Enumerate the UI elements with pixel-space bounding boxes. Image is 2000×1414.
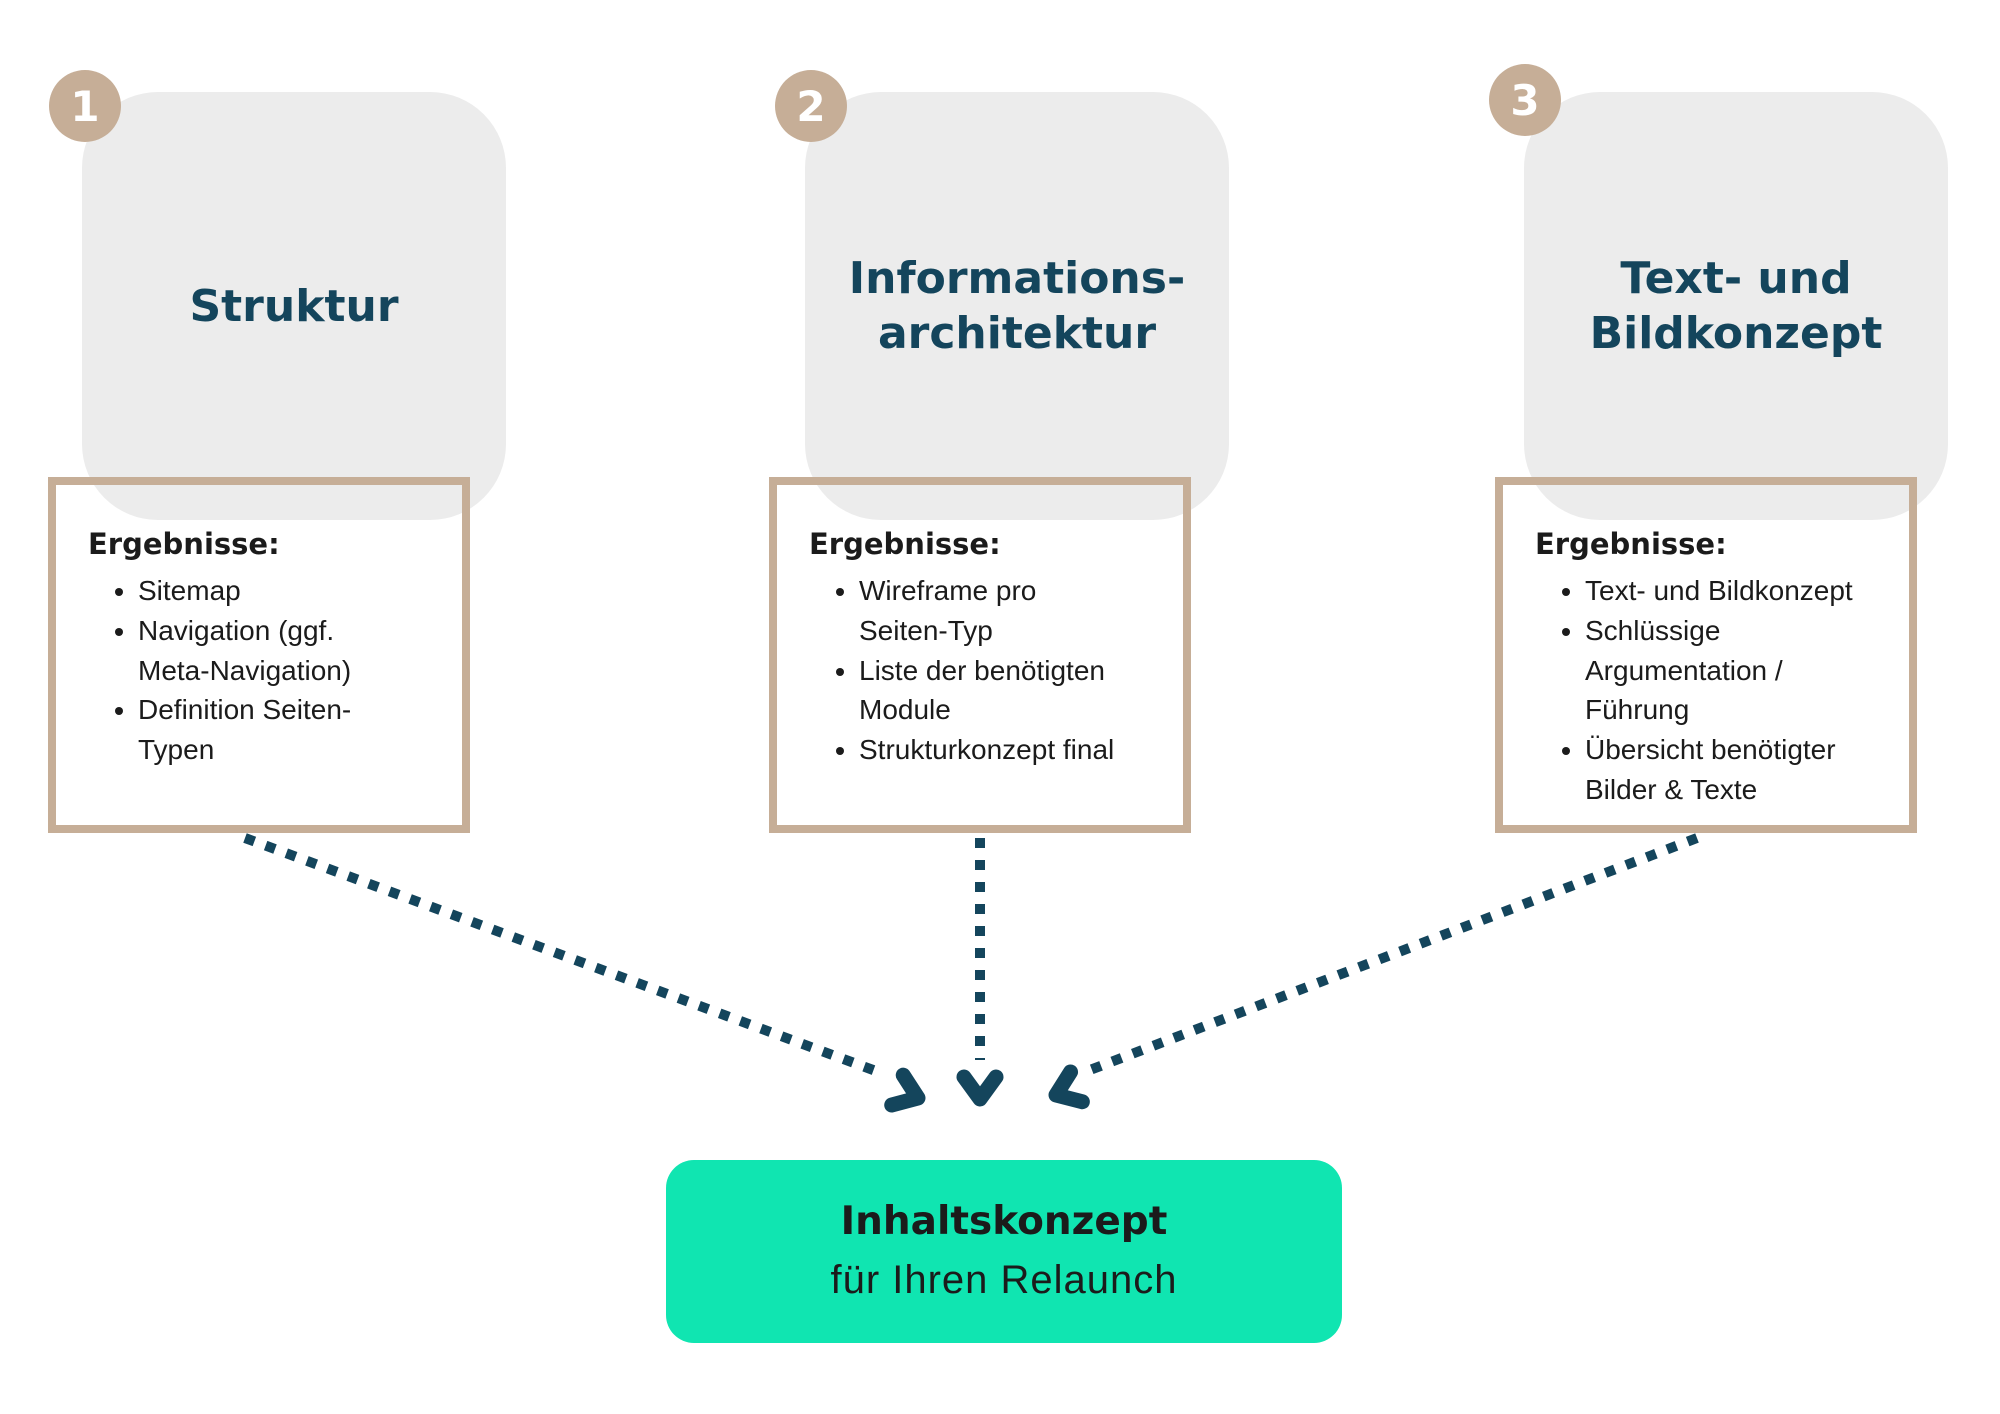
- list-item: Sitemap: [138, 571, 438, 611]
- step-1-number-badge: 1: [49, 70, 121, 142]
- result-box-subheading: für Ihren Relaunch: [830, 1257, 1178, 1302]
- step-3-results-list: Text- und BildkonzeptSchlüssige Argument…: [1535, 571, 1885, 810]
- arrow-step3-to-result: [1048, 833, 1699, 1110]
- step-2-panel: Informations- architektur: [805, 92, 1229, 520]
- step-2-results-list: Wireframe pro Seiten-TypListe der benöti…: [809, 571, 1159, 770]
- step-3-results-label: Ergebnisse:: [1535, 527, 1727, 561]
- list-item: Strukturkonzept final: [859, 730, 1159, 770]
- step-3-results-box: Ergebnisse: Text- und BildkonzeptSchlüss…: [1495, 477, 1917, 833]
- step-3-number: 3: [1510, 75, 1540, 125]
- result-box-heading: Inhaltskonzept: [840, 1199, 1168, 1245]
- step-2-title: Informations- architektur: [848, 253, 1186, 359]
- step-1-results-list: SitemapNavigation (ggf. Meta-Navigation)…: [88, 571, 438, 770]
- list-item: Text- und Bildkonzept: [1585, 571, 1885, 611]
- step-1-results-label: Ergebnisse:: [88, 527, 280, 561]
- step-1-results-box: Ergebnisse: SitemapNavigation (ggf. Meta…: [48, 477, 470, 833]
- arrow-step1-to-result: [243, 833, 926, 1113]
- list-item: Liste der benötigten Module: [859, 651, 1159, 731]
- list-item: Wireframe pro Seiten-Typ: [859, 571, 1159, 651]
- step-2-number: 2: [796, 81, 826, 131]
- step-3-number-badge: 3: [1489, 64, 1561, 136]
- list-item: Schlüssige Argumentation / Führung: [1585, 611, 1885, 730]
- step-1-panel: Struktur: [82, 92, 506, 520]
- list-item: Definition Seiten- Typen: [138, 690, 438, 770]
- step-2-number-badge: 2: [775, 70, 847, 142]
- arrow-step2-to-result: [956, 838, 1004, 1107]
- step-1-title: Struktur: [189, 280, 399, 332]
- list-item: Navigation (ggf. Meta-Navigation): [138, 611, 438, 691]
- list-item: Übersicht benötigter Bilder & Texte: [1585, 730, 1885, 810]
- result-box: Inhaltskonzept für Ihren Relaunch: [666, 1160, 1342, 1343]
- step-3-panel: Text- und Bildkonzept: [1524, 92, 1948, 520]
- step-2-results-label: Ergebnisse:: [809, 527, 1001, 561]
- step-1-number: 1: [70, 81, 100, 131]
- step-3-title: Text- und Bildkonzept: [1589, 253, 1883, 359]
- step-2-results-box: Ergebnisse: Wireframe pro Seiten-TypList…: [769, 477, 1191, 833]
